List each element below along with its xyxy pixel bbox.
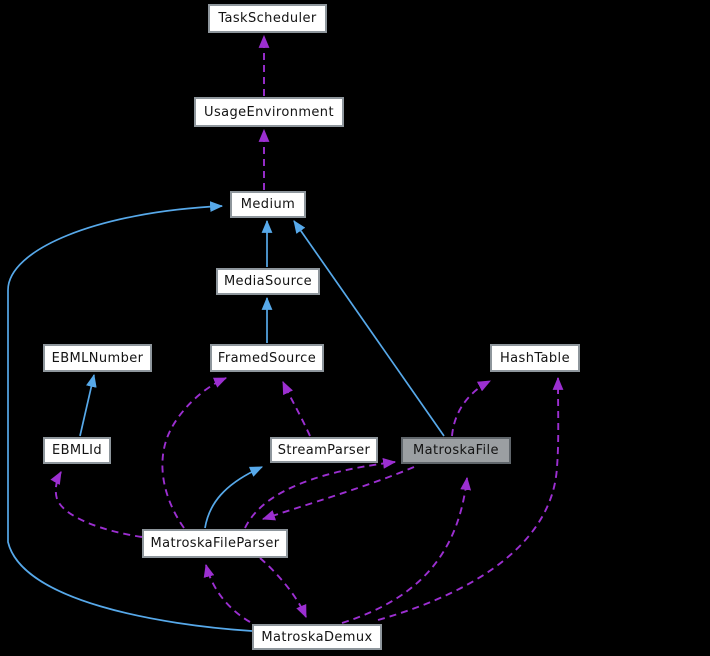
node-taskscheduler[interactable]: TaskScheduler <box>208 4 327 33</box>
node-hashtable[interactable]: HashTable <box>490 344 580 372</box>
node-matroskafileparser[interactable]: MatroskaFileParser <box>142 529 288 558</box>
node-streamparser[interactable]: StreamParser <box>270 437 378 463</box>
node-medium[interactable]: Medium <box>230 191 306 218</box>
edge-streamparser-framedsource <box>282 381 311 437</box>
node-framedsource[interactable]: FramedSource <box>210 344 324 372</box>
edge-matroskafile-matroskafileparser <box>261 466 415 521</box>
edge-matroskademux-hashtable <box>377 376 564 621</box>
edge-matroskafileparser-matroskademux <box>259 557 307 618</box>
edge-matroskafileparser-framedsource <box>161 377 227 529</box>
node-matroskademux[interactable]: MatroskaDemux <box>252 624 382 650</box>
edge-matroskademux-medium <box>7 201 253 632</box>
edge-matroskafile-hashtable <box>451 380 491 437</box>
node-matroskafile[interactable]: MatroskaFile <box>401 437 511 464</box>
edge-matroskafileparser-streamparser <box>204 466 263 529</box>
edge-ebmlid-ebmlnumber <box>79 373 97 437</box>
node-mediasource[interactable]: MediaSource <box>216 268 320 295</box>
edge-matroskademux-matroskafileparser <box>203 563 251 623</box>
edge-matroskademux-matroskafile <box>341 476 472 624</box>
edge-matroskafile-medium <box>293 220 445 437</box>
node-ebmlid[interactable]: EBMLId <box>43 437 111 464</box>
node-usageenvironment[interactable]: UsageEnvironment <box>194 97 344 127</box>
edge-matroskafileparser-matroskafile <box>244 458 397 529</box>
node-ebmlnumber[interactable]: EBMLNumber <box>43 344 152 372</box>
edge-matroskafileparser-ebmlid <box>50 471 143 538</box>
